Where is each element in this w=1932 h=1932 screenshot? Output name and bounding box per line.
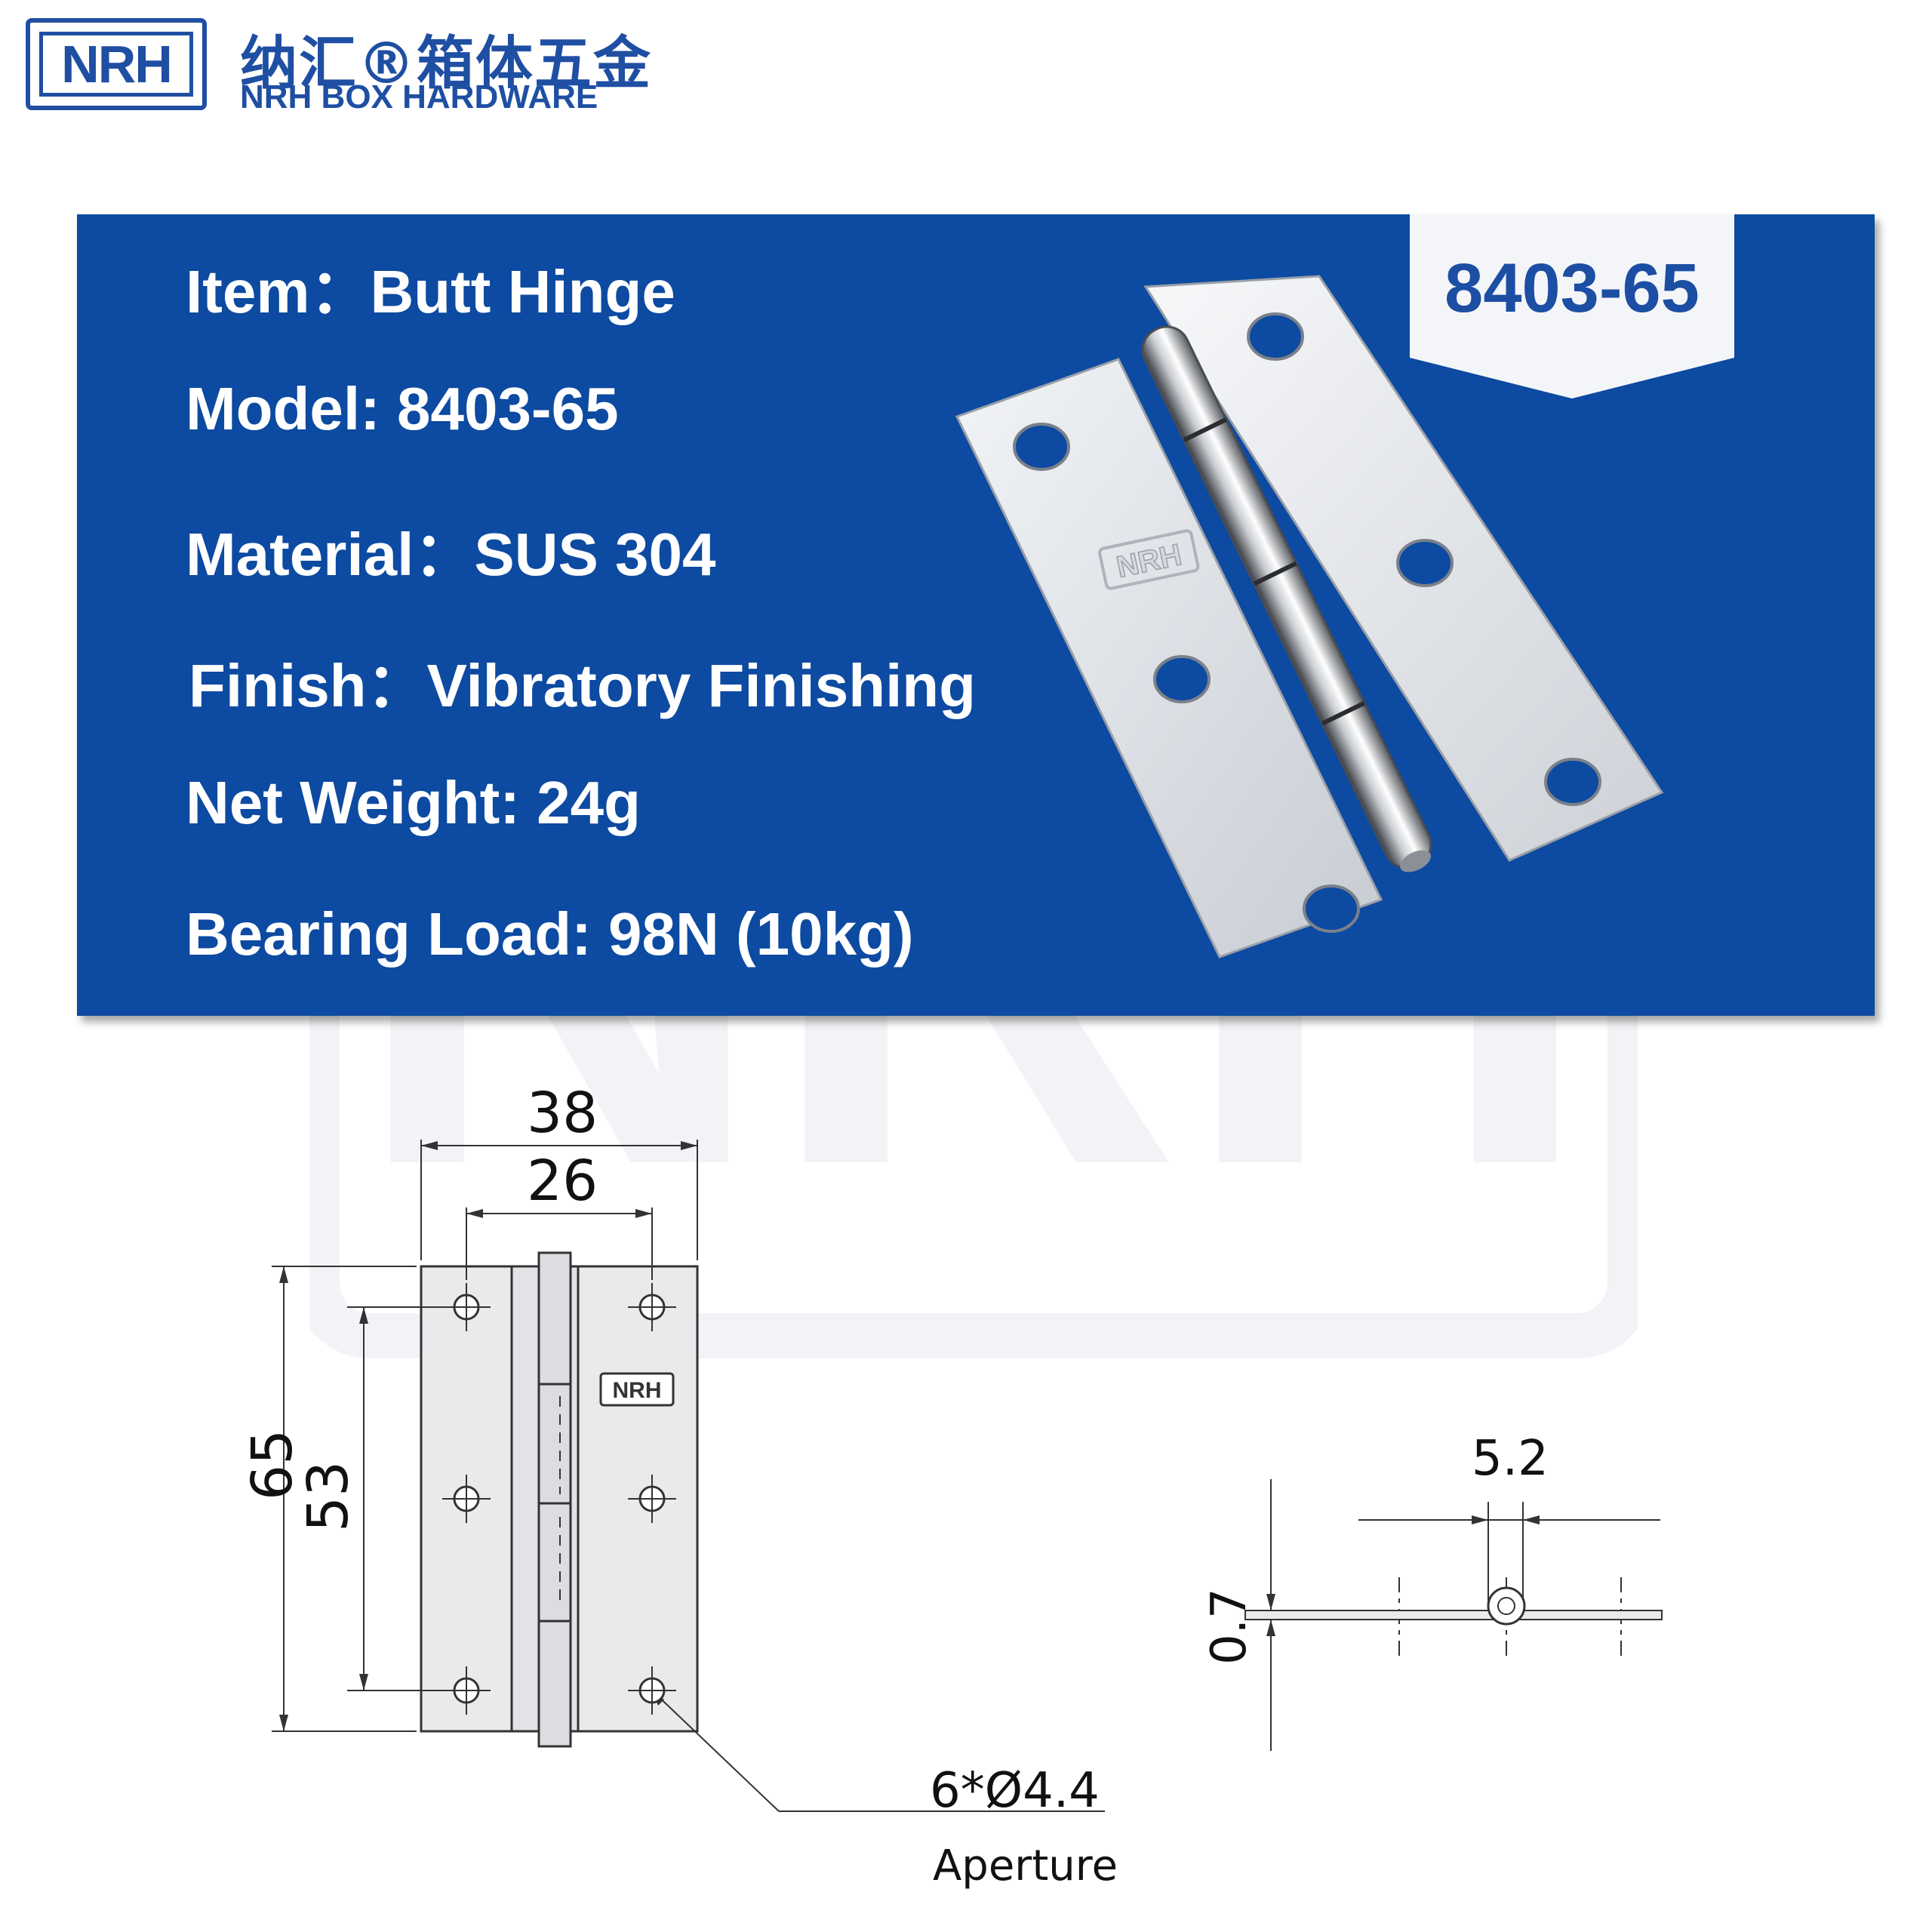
model-tag-shape — [1410, 214, 1734, 398]
dim-knuckle-width: 5.2 — [1472, 1431, 1549, 1487]
side-view-drawing — [1244, 1479, 1663, 1751]
drawing-stamp: NRH — [613, 1378, 662, 1403]
spec-panel: Item：Butt Hinge Model: 8403-65 Material：… — [77, 214, 1875, 1016]
holes-callout: 6*Ø4.4 — [930, 1763, 1100, 1819]
spec-bearing-load: Bearing Load: 98N (10kg) — [186, 900, 914, 968]
dim-width-overall: 38 — [527, 1081, 598, 1146]
model-tag: 8403-65 — [1444, 250, 1700, 327]
dim-thickness: 0.7 — [1201, 1588, 1257, 1665]
front-view-drawing: NRH — [272, 1140, 1105, 1812]
hinge-product-image: NRH — [955, 275, 1664, 958]
spec-item: Item：Butt Hinge — [186, 258, 675, 325]
holes-caption: Aperture — [933, 1841, 1118, 1890]
dim-hole-spacing-horizontal: 26 — [527, 1149, 598, 1214]
dim-hole-spacing-vertical: 53 — [296, 1460, 361, 1532]
brand-name-english: NRH BOX HARDWARE — [240, 78, 598, 115]
spec-finish: Finish：Vibratory Finishing — [189, 652, 977, 719]
brand-logo: NRH — [26, 18, 207, 110]
spec-net-weight: Net Weight: 24g — [186, 769, 641, 836]
brand-name-chinese: 纳汇®箱体五金 — [240, 29, 652, 97]
spec-material: Material：SUS 304 — [186, 521, 716, 588]
spec-model: Model: 8403-65 — [186, 375, 619, 442]
brand-logo-text: NRH — [39, 32, 193, 97]
